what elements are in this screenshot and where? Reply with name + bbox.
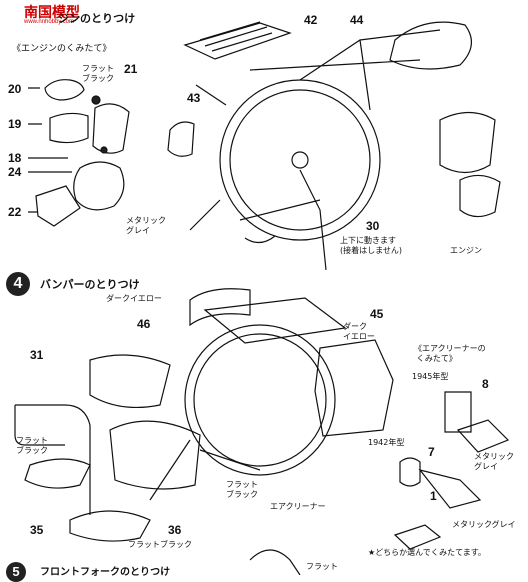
year-1942: 1942年型 [368, 438, 405, 447]
part-8: 8 [482, 377, 489, 391]
engine-subassembly-drawing [28, 79, 130, 227]
step4-number: 4 [6, 272, 30, 296]
step4-title: バンパーのとりつけ [40, 278, 140, 291]
paint-flat-black-center: フラット ブラック [226, 480, 258, 499]
paint-flat-step5: フラット [306, 562, 338, 571]
paint-flat-black-31: フラット ブラック [16, 436, 48, 455]
part-42: 42 [304, 13, 318, 27]
part-19: 19 [8, 117, 22, 131]
part-46: 46 [137, 317, 151, 331]
year-1945: 1945年型 [412, 372, 449, 381]
paint-metallic-grey-22: メタリック グレイ [126, 216, 166, 235]
part-36: 36 [168, 523, 182, 537]
part-30: 30 [366, 219, 380, 233]
part-45: 45 [370, 307, 384, 321]
part-24: 24 [8, 165, 22, 179]
part-35: 35 [30, 523, 44, 537]
bumper-assembly-drawing [14, 288, 510, 550]
part-22: 22 [8, 205, 22, 219]
part-20: 20 [8, 82, 22, 96]
paint-flat-black-20: フラット ブラック [82, 64, 114, 83]
part-43: 43 [187, 91, 201, 105]
paint-dark-yellow: ダークイエロー [106, 294, 162, 303]
frame-wheel-drawing [167, 21, 501, 271]
step3-subtitle: 《エンジンのくみたて》 [12, 44, 112, 54]
watermark-brand: 南国模型 [24, 4, 80, 20]
engine-label: エンジン [450, 246, 482, 255]
note-part-30: 上下に動きます (接着はしません) [340, 236, 403, 255]
part-7: 7 [428, 445, 435, 459]
paint-flat-black-36: フラットブラック [128, 540, 192, 549]
step3-title: ジンのとりつけ [58, 12, 136, 25]
step5-number: 5 [6, 562, 26, 582]
paint-dark-yellow-45: ダーク イエロー [343, 322, 375, 341]
air-cleaner-subtitle: 《エアクリーナーの くみたて》 [414, 344, 486, 363]
part-18: 18 [8, 151, 22, 165]
paint-metallic-grey-1: メタリックグレイ [452, 520, 516, 529]
part-1: 1 [430, 489, 437, 503]
note-choose: ★どちらか選んでくみたてます。 [368, 548, 486, 557]
part-44: 44 [350, 13, 364, 27]
air-cleaner-label: エアクリーナー [270, 502, 326, 511]
paint-metallic-grey-8: メタリック グレイ [474, 452, 514, 471]
front-fork-partial-drawing [249, 549, 301, 575]
watermark-url: www.nnhobby.com [24, 19, 74, 25]
part-31: 31 [30, 348, 44, 362]
part-21: 21 [124, 62, 138, 76]
step5-title: フロントフォークのとりつけ [40, 567, 171, 578]
